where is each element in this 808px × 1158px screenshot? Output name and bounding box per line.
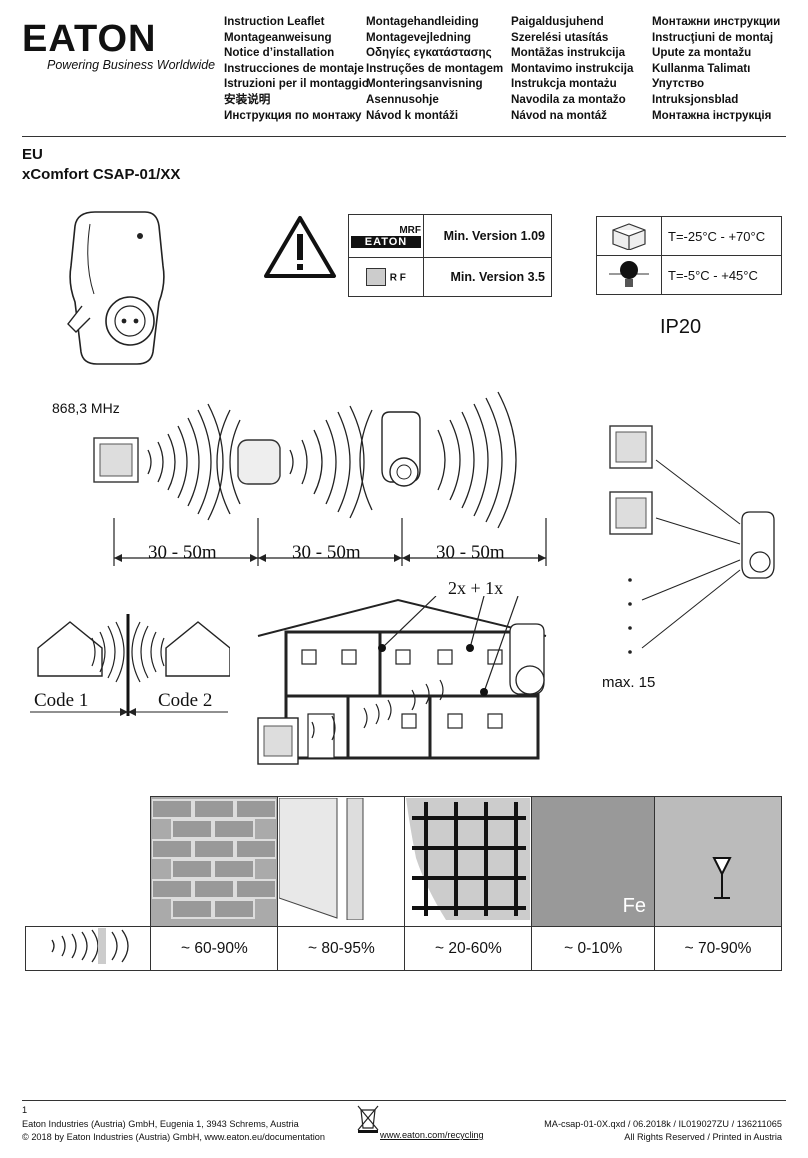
recycling-bin-icon — [357, 1105, 379, 1133]
language-title: Instruction Leaflet — [224, 15, 325, 28]
language-title: Kullanma Talimatı — [652, 61, 751, 75]
metal-sheet-image: Fe — [531, 796, 655, 927]
language-title: Монтажни инструкции — [652, 15, 781, 28]
page-number: 1 — [22, 1105, 28, 1115]
mrf-label: MRF — [399, 224, 421, 236]
footer-rule — [22, 1100, 786, 1101]
storage-temperature: T=-25°C - +70°C — [661, 216, 782, 256]
mrf-logo-cell: MRF EATON — [348, 214, 424, 258]
ip-rating: IP20 — [660, 316, 702, 338]
language-title: Montavimo instrukcija — [511, 61, 634, 75]
concrete-attenuation: ~ 20-60% — [404, 926, 533, 971]
rights-notice: All Rights Reserved / Printed in Austria — [624, 1132, 782, 1142]
operating-temperature: T=-5°C - +45°C — [661, 255, 782, 295]
distance-label-3: 30 - 50m — [436, 542, 505, 563]
company-address: Eaton Industries (Austria) GmbH, Eugenia… — [22, 1119, 299, 1129]
language-title: Instrucţiuni de montaj — [652, 30, 774, 44]
language-title: Asennusohje — [366, 92, 439, 106]
glass-attenuation: ~ 70-90% — [653, 926, 783, 971]
language-title: Montagehandleiding — [366, 15, 479, 28]
fe-label: Fe — [622, 895, 646, 917]
copyright: © 2018 by Eaton Industries (Austria) Gmb… — [22, 1132, 325, 1142]
wood-panel-image — [277, 796, 406, 927]
language-title: Instruções de montagem — [366, 61, 504, 75]
house-diagram — [257, 596, 547, 765]
multi-sender-diagram — [609, 425, 775, 654]
language-title: Monteringsanvisning — [366, 77, 483, 91]
language-title: Instrukcja montażu — [511, 77, 617, 91]
rf-device-icon — [366, 268, 387, 286]
language-column-3: Paigaldusjuhend Szerelési utasítás Montā… — [511, 14, 633, 123]
eaton-mini-logo: EATON — [351, 235, 421, 248]
version-table: MRF EATON Min. Version 1.09 R F Min. Ver… — [348, 214, 552, 297]
material-attenuation-table: Fe ~ 60-90% ~ 80-95% ~ 20-60% ~ 0-10% ~ … — [24, 796, 783, 971]
rf-version: Min. Version 3.5 — [423, 257, 552, 297]
language-column-4: Монтажни инструкции Instrucţiuni de mont… — [652, 14, 780, 123]
language-title: Szerelési utasítás — [511, 30, 609, 44]
language-title: Notice d’installation — [224, 46, 335, 60]
language-title: Istruzioni per il montaggio — [224, 77, 369, 91]
header-rule — [22, 136, 786, 137]
language-title: Οδηγίες εγκατάστασης — [366, 46, 492, 60]
language-title: Монтажна інструкція — [652, 108, 772, 122]
signal-through-wall-icon — [24, 926, 152, 971]
eaton-logo: EATON — [22, 20, 157, 58]
language-title: Návod na montáž — [511, 108, 607, 122]
language-title: Montagevejledning — [366, 30, 471, 44]
product-plug-illustration — [67, 211, 165, 365]
distance-label-1: 30 - 50m — [148, 542, 217, 563]
language-title: Montāžas instrukcija — [511, 46, 626, 60]
language-title: Instrucciones de montaje — [224, 61, 364, 75]
code-diagram — [30, 614, 230, 716]
language-title: Návod k montáži — [366, 108, 459, 122]
glass-image — [653, 796, 783, 927]
region-label: EU — [22, 146, 43, 163]
range-diagram — [93, 391, 547, 566]
language-title: Intruksjonsblad — [652, 92, 739, 106]
brick-wall-image — [150, 796, 279, 927]
brick-attenuation: ~ 60-90% — [150, 926, 279, 971]
metal-attenuation: ~ 0-10% — [531, 926, 655, 971]
recycling-link[interactable]: www.eaton.com/recycling — [380, 1130, 484, 1140]
brand-name: EATON — [22, 18, 157, 60]
model-title: xComfort CSAP-01/XX — [22, 166, 181, 183]
distance-label-2: 30 - 50m — [292, 542, 361, 563]
language-title: Упутство — [652, 77, 705, 91]
language-title: 安装说明 — [224, 92, 271, 106]
bulb-icon — [596, 255, 662, 295]
language-column-2: Montagehandleiding Montagevejledning Οδη… — [366, 14, 503, 123]
wood-attenuation: ~ 80-95% — [277, 926, 406, 971]
house-count-label: 2x + 1x — [448, 578, 504, 598]
language-title: Navodila za montažo — [511, 92, 626, 106]
reinforced-concrete-image — [404, 796, 533, 927]
warning-icon — [264, 216, 336, 278]
temperature-table: T=-25°C - +70°C T=-5°C - +45°C — [596, 216, 782, 295]
storage-box-icon — [596, 216, 662, 256]
rf-label: R F — [389, 272, 406, 284]
language-title: Montageanweisung — [224, 30, 332, 44]
document-reference: MA-csap-01-0X.qxd / 06.2018k / IL019027Z… — [544, 1119, 782, 1129]
language-title: Paigaldusjuhend — [511, 15, 604, 28]
rf-logo-cell: R F — [348, 257, 424, 297]
language-column-1: Instruction Leaflet Montageanweisung Not… — [224, 14, 369, 123]
frequency-label: 868,3 MHz — [52, 400, 120, 416]
mrf-version: Min. Version 1.09 — [423, 214, 552, 258]
max-label: max. 15 — [602, 674, 656, 691]
language-title: Инструкция по монтажу — [224, 108, 362, 122]
language-title: Upute za montažu — [652, 46, 752, 60]
code-2-label: Code 2 — [158, 690, 213, 711]
tagline: Powering Business Worldwide — [47, 58, 216, 72]
code-1-label: Code 1 — [34, 690, 89, 711]
